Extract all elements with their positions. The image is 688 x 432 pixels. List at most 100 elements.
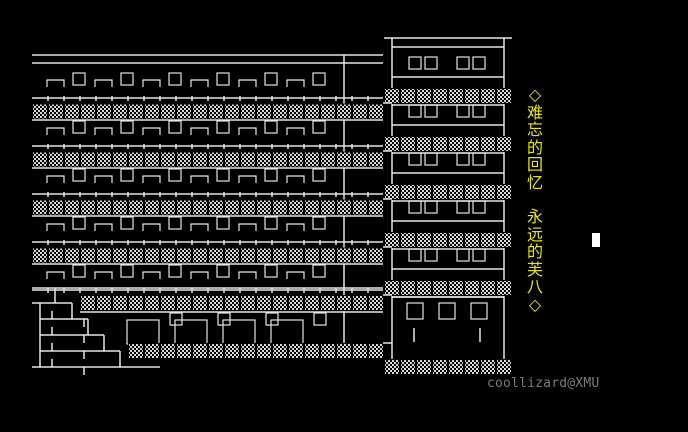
- tower-balcony-tile: [448, 88, 464, 104]
- tower-balcony-tile: [464, 184, 480, 200]
- ground-tile: [368, 343, 384, 359]
- balcony-tile: [288, 247, 304, 264]
- window-frame: [286, 127, 305, 135]
- balcony-tile: [304, 247, 320, 264]
- window-box: [120, 72, 134, 86]
- balcony-tile: [192, 247, 208, 264]
- window-box: [312, 264, 326, 278]
- tower-ground-tile: [448, 359, 464, 375]
- balcony-tile: [320, 103, 336, 120]
- tower-window: [408, 200, 422, 214]
- tower-ground-tile: [464, 359, 480, 375]
- balcony-tile: [240, 247, 256, 264]
- caption-char: 的: [526, 242, 543, 261]
- tower-window: [456, 56, 470, 70]
- tower-balcony-tile: [480, 232, 496, 248]
- balcony-tile: [32, 199, 48, 216]
- ground-tile: [352, 343, 368, 359]
- window-box: [120, 120, 134, 134]
- balcony-tile: [112, 151, 128, 168]
- tower-balcony-tile: [432, 136, 448, 152]
- tower-balcony-tile: [384, 280, 400, 296]
- balcony-tile: [256, 199, 272, 216]
- tower-balcony-tile: [448, 232, 464, 248]
- window-box: [216, 216, 230, 230]
- balcony-tile: [288, 103, 304, 120]
- tower-window: [408, 248, 422, 262]
- balcony-tile: [96, 151, 112, 168]
- balcony-tile: [144, 247, 160, 264]
- tower-balcony-tile: [464, 88, 480, 104]
- caption-char: 的: [526, 137, 543, 157]
- tower-balcony-tile: [432, 88, 448, 104]
- balcony-tile: [112, 295, 128, 311]
- window-box: [265, 312, 279, 326]
- balcony-tile: [320, 247, 336, 264]
- balcony-tile: [160, 151, 176, 168]
- window-box: [72, 216, 86, 230]
- balcony-tile: [352, 199, 368, 216]
- ground-tile: [256, 343, 272, 359]
- caption-char: 八: [526, 277, 543, 296]
- tower-balcony-tile: [480, 136, 496, 152]
- tower-window: [472, 152, 486, 166]
- balcony-tile: [208, 295, 224, 311]
- balcony-tile: [224, 247, 240, 264]
- tower-window: [424, 104, 438, 118]
- window-box: [312, 168, 326, 182]
- tower-window: [472, 104, 486, 118]
- balcony-tile: [208, 247, 224, 264]
- balcony-tile: [80, 151, 96, 168]
- tower-balcony-tile: [448, 280, 464, 296]
- window-box: [217, 312, 231, 326]
- caption-char: 难: [526, 102, 543, 122]
- window-frame: [286, 271, 305, 279]
- tower-balcony-tile: [464, 136, 480, 152]
- caption-gap: [521, 191, 549, 208]
- balcony-tile: [352, 151, 368, 168]
- window-frame: [46, 175, 65, 183]
- tower-balcony-tile: [416, 232, 432, 248]
- balcony-tile: [48, 199, 64, 216]
- balcony-tile: [80, 199, 96, 216]
- window-frame: [46, 223, 65, 231]
- balcony-tile: [208, 199, 224, 216]
- balcony-tile: [96, 247, 112, 264]
- balcony-tile: [320, 295, 336, 311]
- tower-lower-window: [406, 302, 424, 320]
- tower-ground-tile: [496, 359, 512, 375]
- balcony-tile: [304, 103, 320, 120]
- window-box: [312, 120, 326, 134]
- ground-tile: [176, 343, 192, 359]
- tower-window: [472, 248, 486, 262]
- tower-balcony-tile: [416, 88, 432, 104]
- window-frame: [286, 175, 305, 183]
- caption-char: ◇: [528, 294, 542, 314]
- tower-balcony-tile: [480, 184, 496, 200]
- ground-tile: [304, 343, 320, 359]
- balcony-tile: [288, 199, 304, 216]
- balcony-tile: [112, 199, 128, 216]
- balcony-tile: [224, 199, 240, 216]
- balcony-tile: [32, 103, 48, 120]
- tower-window: [408, 152, 422, 166]
- balcony-tile: [272, 103, 288, 120]
- window-frame: [190, 271, 209, 279]
- window-box: [264, 120, 278, 134]
- window-frame: [190, 79, 209, 87]
- tower-balcony-tile: [400, 232, 416, 248]
- window-box: [216, 264, 230, 278]
- caption-char: 忆: [526, 172, 543, 192]
- window-frame: [286, 79, 305, 87]
- tower-lower-window: [438, 302, 456, 320]
- window-frame: [46, 79, 65, 87]
- tower-balcony-tile: [400, 136, 416, 152]
- tower-balcony-tile: [432, 184, 448, 200]
- balcony-tile: [176, 247, 192, 264]
- balcony-tile: [368, 199, 384, 216]
- window-frame: [142, 175, 161, 183]
- tower-balcony-tile: [400, 280, 416, 296]
- balcony-tile: [256, 151, 272, 168]
- balcony-tile: [176, 295, 192, 311]
- window-frame: [190, 127, 209, 135]
